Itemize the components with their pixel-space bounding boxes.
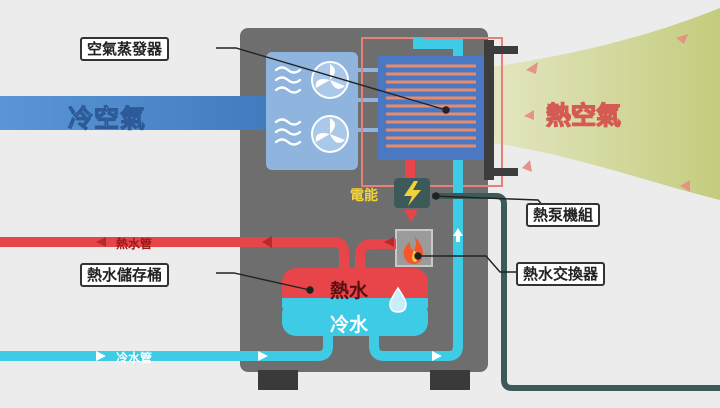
air-evaporator-block (378, 56, 484, 160)
leader-lines (216, 47, 552, 294)
water-drop-icon (389, 286, 407, 313)
cold-water-label: 冷水 (330, 314, 369, 336)
arrow-icon (522, 34, 690, 192)
arrow-icon (456, 236, 460, 242)
arrow-icon (384, 237, 394, 247)
hot-water-tank-label: 熱水儲存桶 (80, 263, 170, 287)
arrow-icon (96, 351, 106, 361)
electric-energy-label: 電能 (350, 188, 378, 204)
arrow-icon (258, 351, 268, 361)
fan-icon (311, 115, 349, 153)
unit-foot-right (430, 370, 470, 390)
side-fins (484, 40, 494, 180)
side-fins (490, 46, 518, 54)
hot-water-label: 熱水 (330, 280, 369, 302)
connector-lines (356, 98, 380, 102)
connector-lines (356, 68, 380, 72)
arrow-icon (262, 236, 272, 248)
cold-water-pipe-return (369, 250, 463, 361)
arrow-icon (404, 210, 418, 222)
air-evaporator-label: 空氣蒸發器 (80, 37, 170, 61)
hot-air-stream (470, 8, 720, 200)
cold-water-pipe-label: 冷水管 (116, 351, 153, 365)
connector-lines (356, 128, 380, 132)
heat-exchanger-label: 熱水交換器 (516, 262, 606, 286)
tank-divider (282, 298, 428, 308)
cold-air-label: 冷空氣 (67, 104, 147, 134)
external-pipe (432, 193, 720, 391)
arrow-icon (96, 237, 106, 247)
wind-lines (274, 66, 302, 146)
hot-water-pipe (0, 237, 349, 268)
arrow-icon (453, 228, 463, 236)
hot-water-pipe-link (355, 239, 396, 268)
hot-air-frame (361, 37, 503, 187)
cold-water-pipe (0, 330, 333, 361)
side-fins (490, 168, 518, 176)
unit-foot-left (258, 370, 298, 390)
hot-air-label: 熱空氣 (545, 100, 622, 130)
arrow-icon (432, 351, 442, 361)
lightning-icon (404, 181, 421, 206)
heat-pump-unit-label: 熱泵機組 (526, 203, 601, 227)
hot-water-pipe-label: 熱水管 (116, 237, 153, 251)
cold-air-stream (0, 96, 300, 130)
